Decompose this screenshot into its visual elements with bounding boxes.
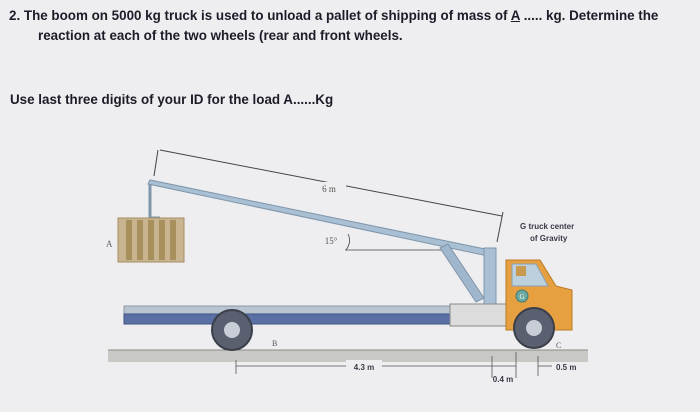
question-text-start: The boom on 5000 kg truck is used to unl… [23, 8, 508, 23]
boom-hook [148, 184, 160, 220]
question-number: 2. [9, 8, 21, 23]
boom-dim-extension-right [496, 211, 504, 243]
question-line-2: reaction at each of the two wheels (rear… [38, 28, 403, 43]
driver-figure [516, 266, 526, 276]
cg-marker [515, 289, 529, 303]
angle-label: 15° [325, 236, 338, 246]
dim-cg-to-front-label: 0.5 m [556, 363, 576, 372]
angle-arc [345, 233, 350, 251]
cg-label-line-1: G truck center [520, 222, 574, 231]
dim-cg-offset-label: 0.4 m [493, 375, 513, 384]
dim-label-bg-1 [346, 360, 382, 372]
boom-length-label-bg [312, 182, 346, 194]
boom-length-label: 6 m [322, 184, 336, 194]
load-label: A [106, 239, 113, 249]
pallet-slats [126, 220, 176, 260]
question-text-end: ..... kg. Determine the [523, 8, 659, 23]
chassis-frame [449, 303, 507, 327]
ground [108, 350, 588, 362]
instruction-text: Use last three digits of your ID for the… [10, 92, 334, 107]
rear-wheel-label: B [272, 339, 277, 348]
front-wheel-hub [526, 320, 542, 336]
mass-variable: A [510, 8, 520, 23]
question-line-1: 2. The boom on 5000 kg truck is used to … [9, 8, 658, 23]
front-wheel-label: C [556, 341, 561, 350]
cg-marker-label: G [519, 293, 524, 301]
dim-rear-to-cg-label: 4.3 m [354, 363, 374, 372]
truck-boom-figure: 6 m A 15° G B C G truck center of Gravit… [106, 149, 588, 384]
boom-dim-extension-left [153, 149, 159, 177]
angle-label-bg [318, 234, 344, 246]
cg-label-line-2: of Gravity [530, 234, 568, 243]
rear-wheel-hub [224, 322, 240, 338]
